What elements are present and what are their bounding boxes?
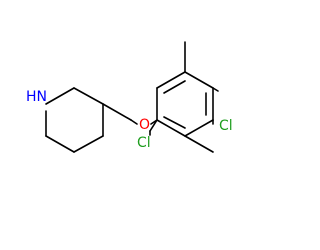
double-bond [163, 80, 186, 94]
chlorine-label-upper: Cl [219, 118, 233, 134]
chlorine-label-lower: Cl [137, 135, 151, 151]
bond [45, 135, 75, 153]
bond [73, 87, 104, 105]
cl-bond [212, 87, 219, 92]
benzene-ring [156, 71, 214, 137]
bond [45, 87, 75, 105]
oxygen-label: O [139, 117, 150, 133]
bond [156, 71, 186, 89]
double-bond [163, 116, 186, 129]
methyl-bond [184, 135, 214, 153]
bond [102, 103, 132, 121]
cl-bond [149, 119, 158, 132]
bond [73, 135, 104, 153]
bond [184, 119, 214, 137]
bond [130, 119, 138, 125]
nitrogen-label: HN [26, 89, 47, 105]
piperidine-ring [45, 87, 104, 153]
bond [184, 71, 214, 89]
bond [156, 119, 186, 137]
structure-diagram: HN O Cl Cl [26, 41, 233, 153]
